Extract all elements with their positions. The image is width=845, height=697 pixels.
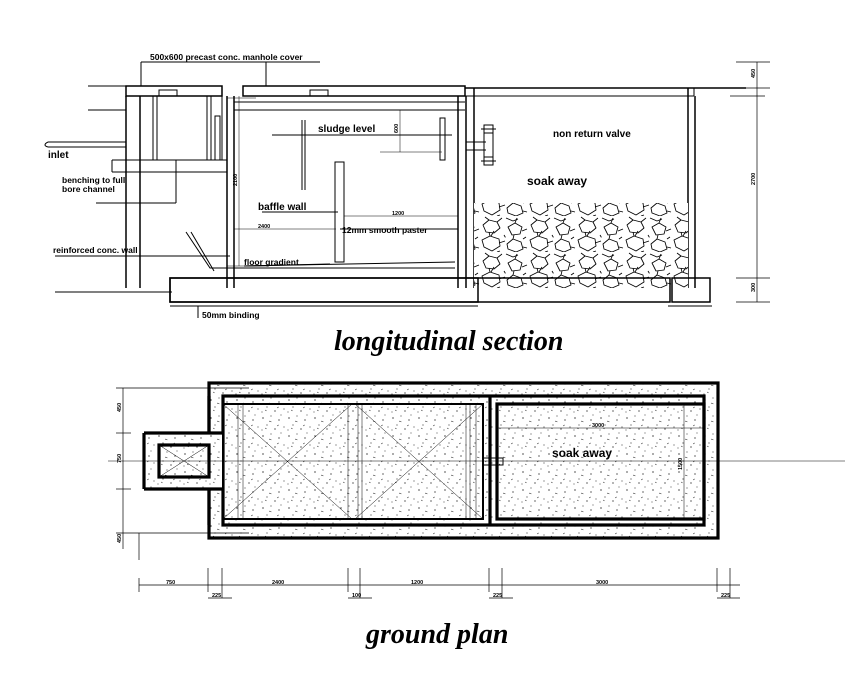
dim-plan-225b-text: 225 — [493, 593, 502, 599]
non-return-valve: non return valve — [466, 124, 631, 166]
dim-plan-left-750-text: 750 — [117, 454, 123, 463]
dim-plan-3000-inner-text: 3000 — [592, 423, 604, 429]
floor-gradient-label: floor gradient — [244, 257, 299, 267]
sludge-level-label: sludge level — [318, 124, 375, 135]
dim-2400-text: 2400 — [258, 224, 270, 230]
smooth-paster-label: 12mm smooth paster — [342, 225, 428, 235]
baffle-wall-label: baffle wall — [258, 202, 307, 213]
dim-600: 600 — [380, 109, 442, 153]
reinforced-wall-callout: reinforced conc. wall — [53, 245, 230, 257]
plan-bottom-dimension-chain: 750 2400 1200 3000 225 100 225 225 — [138, 568, 740, 599]
dim-plan-100-text: 100 — [352, 593, 361, 599]
dim-plan-225c-text: 225 — [721, 593, 730, 599]
benching-callout: benching to full bore channel — [62, 160, 177, 204]
dim-2400: 2400 — [234, 224, 336, 230]
dim-right-300-text: 300 — [751, 283, 757, 292]
reinforced-wall-label: reinforced conc. wall — [53, 245, 138, 255]
dim-plan-left-450b-text: 450 — [117, 534, 123, 543]
dim-1200: 1200 — [344, 211, 458, 217]
benching-label-line1: benching to full — [62, 175, 125, 185]
soakaway-label-section: soak away — [527, 174, 587, 188]
soakaway-label-plan: soak away — [552, 446, 612, 460]
section-inner-details: sludge level baffle wall 12mm smooth pas… — [185, 115, 458, 272]
non-return-valve-label: non return valve — [553, 129, 631, 140]
dim-2100: 2100 — [227, 96, 268, 267]
dim-plan-3000-text: 3000 — [596, 580, 608, 586]
longitudinal-section-drawing: 500x600 precast conc. manhole cover — [44, 52, 770, 357]
dim-plan-1200-text: 1200 — [411, 580, 423, 586]
inlet-label: inlet — [48, 150, 69, 161]
dim-plan-225a-text: 225 — [212, 593, 221, 599]
soakaway-rubble-fill: soak away — [474, 174, 688, 288]
dim-1200-text: 1200 — [392, 211, 404, 217]
manhole-cover-callout: 500x600 precast conc. manhole cover — [140, 52, 320, 86]
ground-plan-drawing: soak away 3000 1500 450 750 450 — [108, 381, 845, 650]
longitudinal-section-title: longitudinal section — [334, 326, 564, 357]
dim-2100-text: 2100 — [233, 174, 239, 186]
dim-plan-2400-text: 2400 — [272, 580, 284, 586]
dim-plan-1500-text: 1500 — [678, 458, 684, 470]
section-top-slab — [125, 85, 746, 97]
plan-inner-chambers: soak away — [222, 396, 706, 525]
section-base-slab: 50mm binding — [55, 277, 712, 320]
dim-plan-750-text: 750 — [166, 580, 175, 586]
plan-outer-wall — [207, 381, 720, 540]
plan-left-dimension-chain: 450 750 450 — [116, 387, 249, 560]
dim-right-450-text: 450 — [751, 69, 757, 78]
benching-label-line2: bore channel — [62, 184, 115, 194]
inlet-pipe: inlet — [44, 141, 227, 173]
right-dimension-stack: 450 2700 300 — [730, 61, 770, 303]
plan-soakaway-dims: 3000 1500 — [497, 404, 704, 519]
dim-600-text: 600 — [394, 124, 400, 133]
manhole-cover-label: 500x600 precast conc. manhole cover — [150, 52, 303, 62]
dim-plan-left-450-text: 450 — [117, 403, 123, 412]
section-chamber-walls — [125, 88, 696, 288]
section-construction-lines — [88, 85, 695, 111]
binding-label: 50mm binding — [202, 310, 260, 320]
ground-plan-title: ground plan — [365, 619, 508, 650]
dim-right-2700-text: 2700 — [751, 173, 757, 185]
